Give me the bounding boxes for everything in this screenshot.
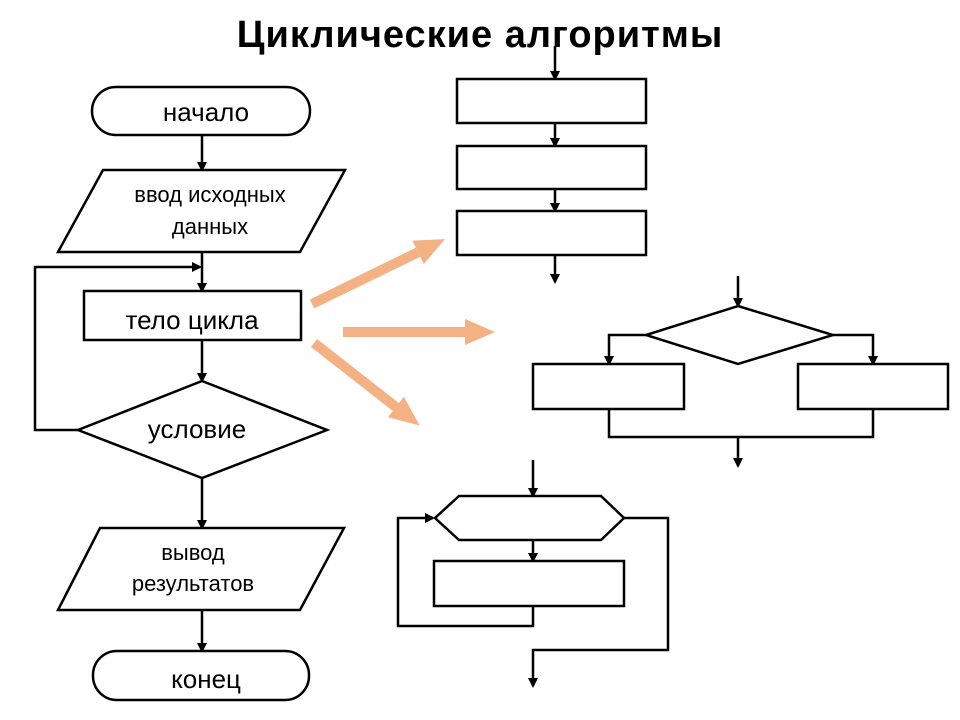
loop-body-label: тело цикла — [125, 305, 259, 335]
loop-exit-line — [528, 516, 670, 688]
start-label: начало — [163, 97, 249, 127]
sequence-block-1 — [455, 77, 648, 125]
pointer-arrow-to-branch — [343, 319, 495, 345]
output-label-line1: вывод — [161, 540, 225, 565]
branch-block-left — [531, 362, 686, 411]
loop-return-line — [396, 513, 535, 628]
loop-back-line — [33, 262, 202, 432]
sequence-block-3 — [455, 209, 648, 257]
pointer-arrow-to-loop — [310, 339, 420, 426]
input-label-line2: данных — [172, 214, 248, 239]
loop-body-block — [82, 289, 303, 342]
input-parallelogram — [55, 168, 348, 254]
output-label-line2: результатов — [132, 571, 254, 596]
output-parallelogram — [55, 526, 347, 612]
input-label-line1: ввод исходных — [134, 182, 285, 207]
end-terminal — [91, 649, 311, 702]
loop-hexagon — [433, 494, 626, 542]
branch-merge-line — [607, 409, 875, 439]
sequence-block-2 — [455, 144, 648, 191]
slide-title: Циклические алгоритмы — [236, 14, 724, 56]
branch-block-right — [796, 362, 950, 411]
branch-left-line — [604, 333, 646, 366]
loop-counter-body — [432, 559, 626, 608]
branch-diamond — [641, 304, 838, 366]
branch-right-line — [833, 333, 878, 366]
condition-label: условие — [148, 414, 246, 444]
pointer-arrow-to-sequence — [309, 239, 446, 309]
end-label: конец — [171, 664, 241, 694]
